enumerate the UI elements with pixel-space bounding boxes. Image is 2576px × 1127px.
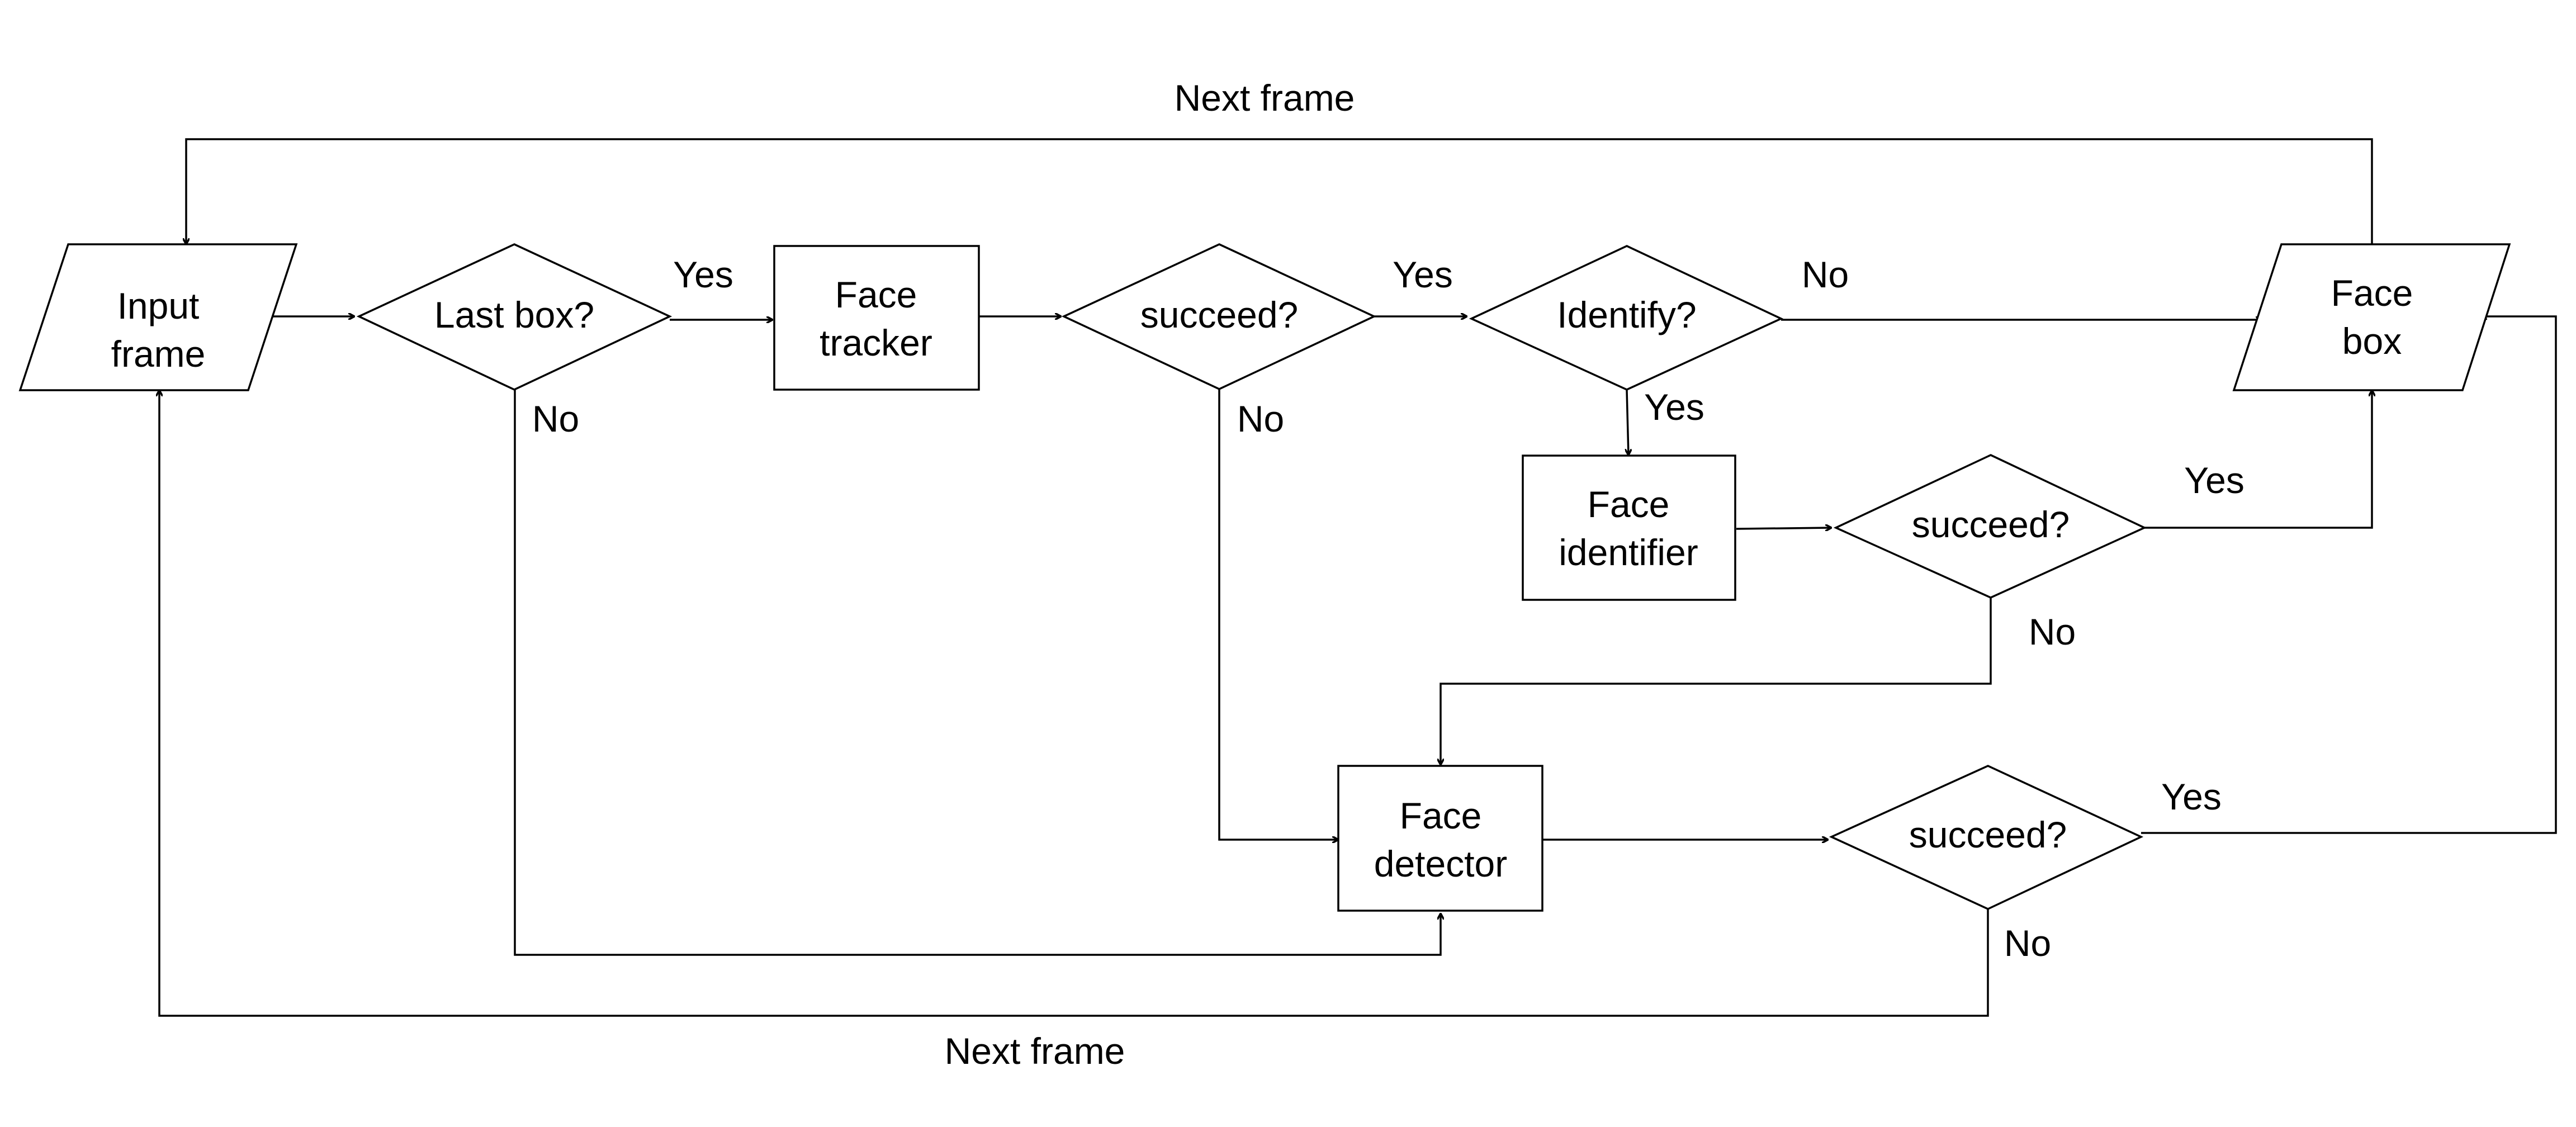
detector-succeed-diamond [1829, 765, 2144, 910]
edge-detector-succeed-no-next-frame [159, 390, 1989, 1017]
face-identifier-label-line2: identifier [1559, 532, 1698, 573]
tracker-succeed-diamond [1061, 243, 1377, 390]
label-tracker-succeed-no: No [1237, 398, 1284, 439]
identify-diamond [1469, 245, 1784, 391]
face-detector-label-line1: Face [1400, 795, 1482, 836]
identify-label: Identify? [1557, 294, 1697, 335]
face-tracker-label-line2: tracker [820, 322, 932, 363]
tracker-succeed-decision: succeed? [1061, 243, 1377, 390]
last-box-diamond [356, 243, 673, 391]
face-tracker-node: Face tracker [773, 245, 980, 391]
face-detector-box [1337, 765, 1543, 912]
label-detector-succeed-yes: Yes [2161, 776, 2222, 817]
edge-identifier-succeed-yes-to-facebox [2144, 390, 2372, 529]
face-detector-label-line2: detector [1374, 843, 1507, 884]
label-identifier-succeed-no: No [2029, 611, 2076, 652]
label-identifier-succeed-yes: Yes [2184, 460, 2244, 501]
edge-tracker-succeed-no-to-detector [1218, 389, 1338, 840]
label-last-box-yes: Yes [673, 254, 733, 295]
input-frame-node: Input frame [18, 243, 298, 391]
face-tracker-box [773, 245, 980, 391]
edge-identifier-succeed-no-to-detector [1441, 598, 1992, 765]
identifier-succeed-label: succeed? [1912, 504, 2070, 545]
last-box-decision: Last box? [356, 243, 673, 391]
detector-succeed-label: succeed? [1909, 814, 2067, 855]
identify-decision: Identify? [1469, 245, 1784, 391]
input-frame-label-line2: frame [111, 333, 206, 375]
label-tracker-succeed-yes: Yes [1393, 254, 1453, 295]
face-detector-node: Face detector [1337, 765, 1543, 912]
identifier-succeed-diamond [1833, 454, 2147, 599]
label-detector-succeed-no: No [2004, 922, 2051, 964]
detector-succeed-decision: succeed? [1829, 765, 2144, 910]
connectors [159, 138, 2557, 1017]
input-frame-label-line1: Input [117, 285, 200, 326]
face-box-label-line2: box [2342, 320, 2402, 362]
label-identify-yes: Yes [1644, 386, 1704, 428]
identifier-succeed-decision: succeed? [1833, 454, 2147, 599]
face-box-node: Face box [2232, 243, 2511, 391]
edge-labels: Next frame Next frame Yes No Yes No No Y… [532, 77, 2244, 1072]
label-last-box-no: No [532, 398, 579, 439]
edge-facebox-next-frame [186, 138, 2373, 244]
last-box-label: Last box? [434, 294, 594, 335]
label-next-frame-top: Next frame [1175, 77, 1355, 119]
face-identifier-node: Face identifier [1522, 454, 1736, 601]
label-next-frame-bottom: Next frame [945, 1030, 1125, 1072]
face-box-parallelogram [2232, 243, 2511, 391]
edge-identifier-to-succeed [1736, 528, 1831, 529]
face-identifier-box [1522, 454, 1736, 601]
tracker-succeed-label: succeed? [1140, 294, 1299, 335]
label-identify-no: No [1802, 254, 1849, 295]
edge-identify-yes-to-identifier [1627, 389, 1628, 455]
face-identifier-label-line1: Face [1588, 484, 1670, 525]
edge-detector-succeed-yes-to-facebox [2141, 316, 2557, 834]
input-frame-parallelogram [18, 243, 298, 391]
face-box-label-line1: Face [2331, 272, 2413, 314]
face-tracker-label-line1: Face [835, 274, 917, 315]
edge-lastbox-no-to-detector [514, 390, 1441, 956]
